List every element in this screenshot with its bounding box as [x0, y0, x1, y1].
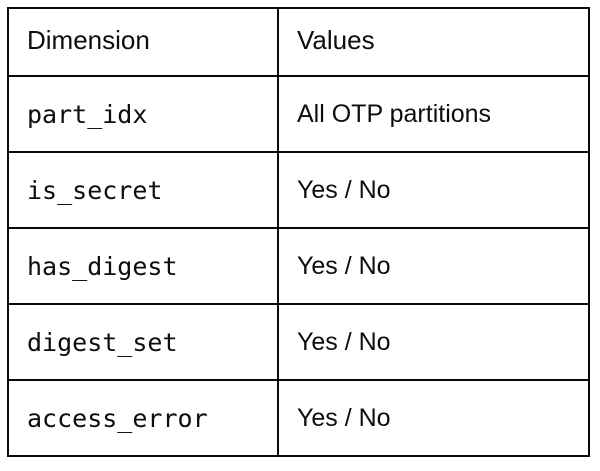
- cell-dimension: is_secret: [7, 151, 279, 229]
- cell-dimension: access_error: [7, 379, 279, 457]
- cell-values: Yes / No: [277, 303, 590, 381]
- table-row: has_digest Yes / No: [7, 227, 590, 305]
- cell-values: Yes / No: [277, 379, 590, 457]
- table-row: access_error Yes / No: [7, 379, 590, 457]
- cell-dimension: digest_set: [7, 303, 279, 381]
- cell-dimension: has_digest: [7, 227, 279, 305]
- table-body: part_idx All OTP partitions is_secret Ye…: [7, 75, 590, 457]
- cell-values: Yes / No: [277, 151, 590, 229]
- table-row: part_idx All OTP partitions: [7, 75, 590, 153]
- column-header-values: Values: [277, 7, 590, 77]
- cell-values: All OTP partitions: [277, 75, 590, 153]
- cell-values: Yes / No: [277, 227, 590, 305]
- table-header: Dimension Values: [7, 7, 590, 77]
- table-row: digest_set Yes / No: [7, 303, 590, 381]
- table-header-row: Dimension Values: [7, 7, 590, 77]
- dimension-values-table: Dimension Values part_idx All OTP partit…: [7, 7, 590, 457]
- column-header-dimension: Dimension: [7, 7, 279, 77]
- table-row: is_secret Yes / No: [7, 151, 590, 229]
- cell-dimension: part_idx: [7, 75, 279, 153]
